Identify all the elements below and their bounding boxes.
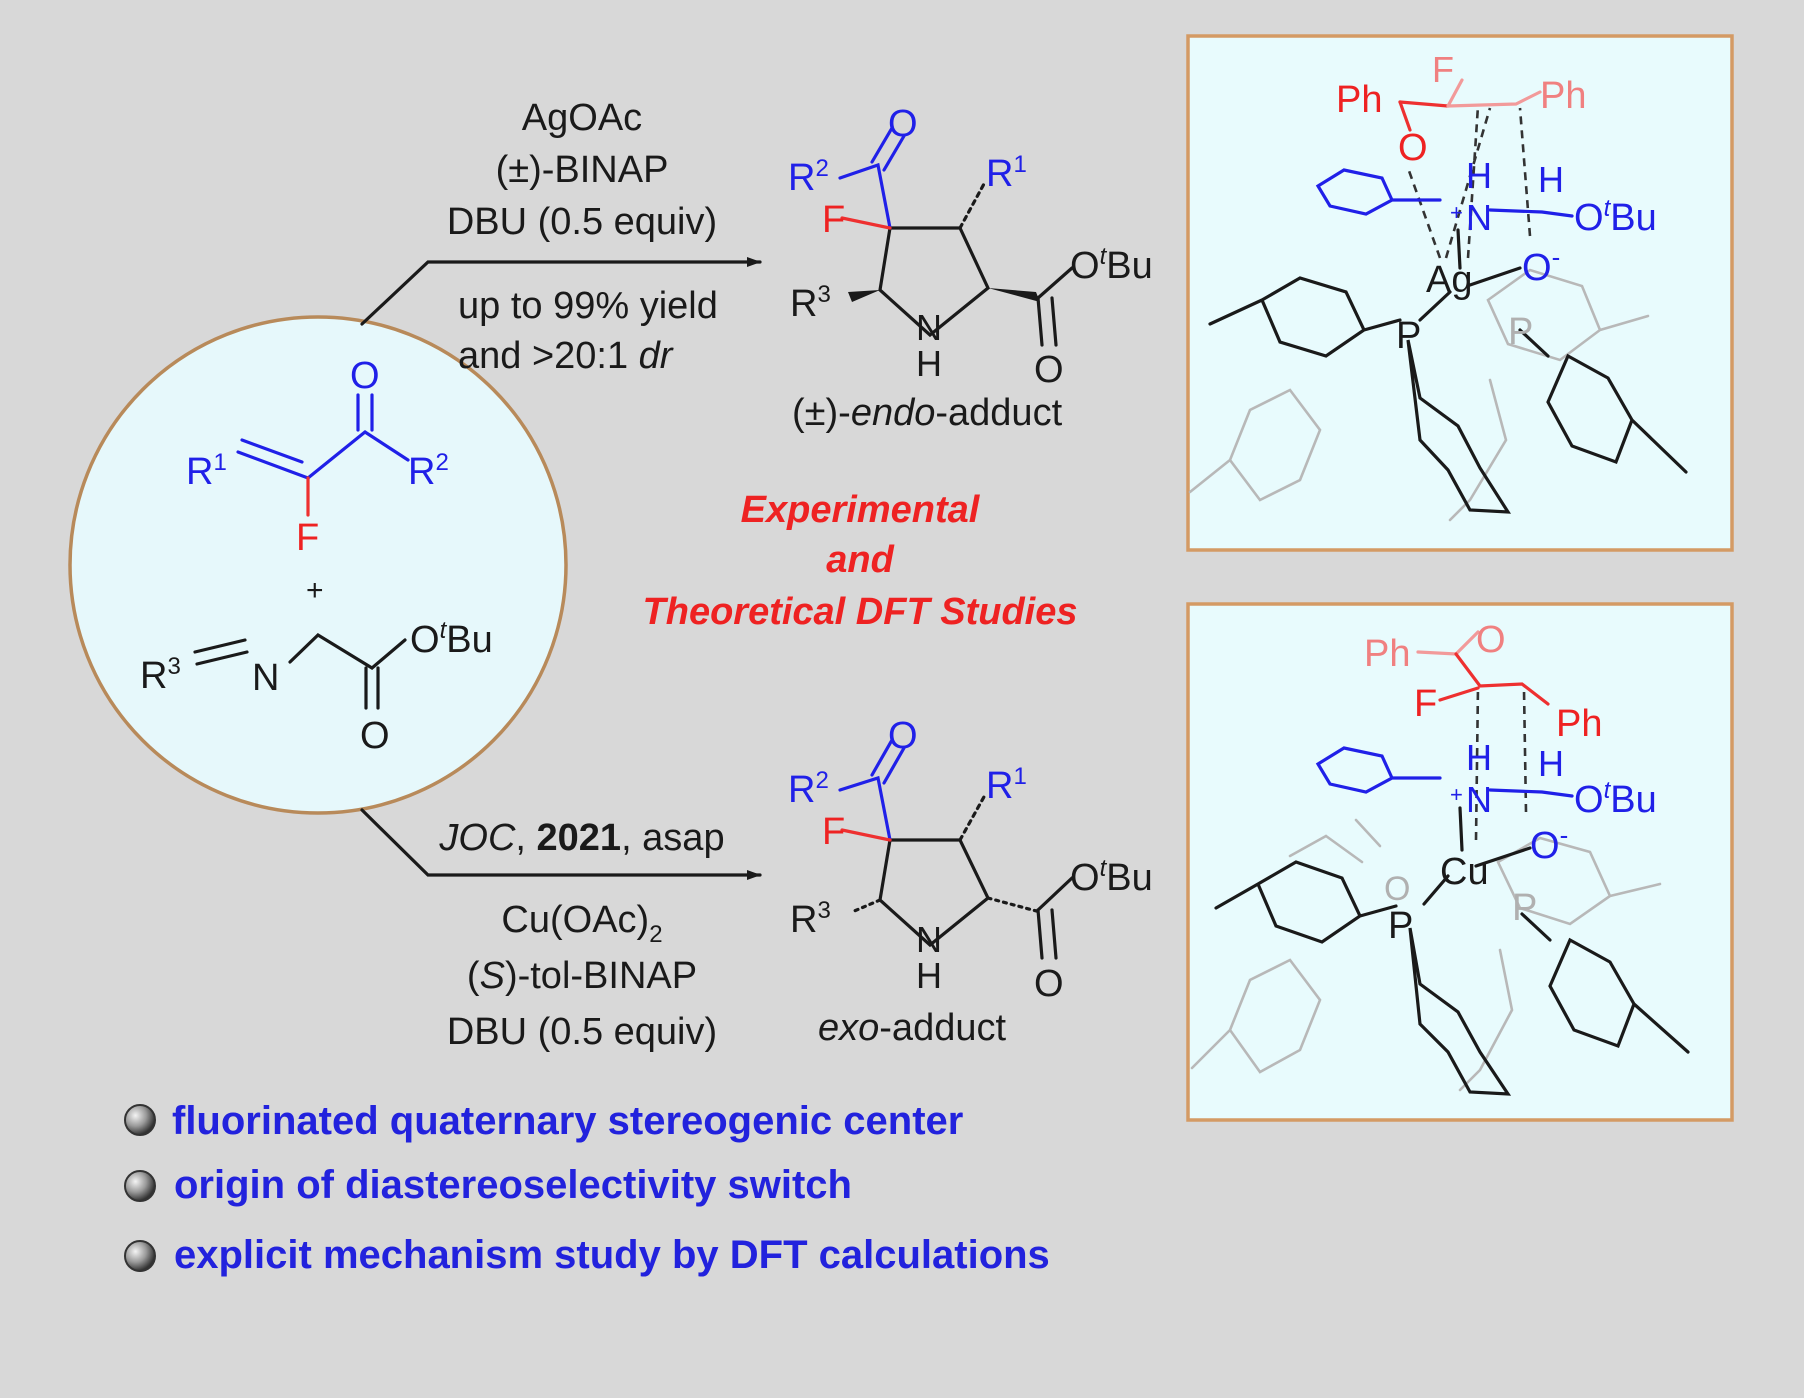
bullet-text-2: origin of diastereoselectivity switch — [174, 1163, 852, 1207]
endo-adduct-structure: R2 O F R1 R3 N H OtBu O (±)-endo-adduct — [788, 103, 1153, 434]
ts-cu-h1: H — [1466, 737, 1492, 778]
endo-ester-oxygen: O — [1034, 349, 1064, 391]
cond-dr: and >20:1 dr — [458, 335, 674, 377]
imine-nitrogen: N — [252, 657, 279, 699]
bullet-item: explicit mechanism study by DFT calculat… — [124, 1233, 1050, 1277]
ts-ag-h1: H — [1466, 155, 1492, 196]
endo-r2: R2 — [788, 155, 829, 199]
exo-otbu: OtBu — [1070, 855, 1153, 899]
reactants-circle: R1 O R2 F + R3 N O OtBu — [68, 315, 568, 815]
ts-ag-otbu: OtBu — [1574, 195, 1657, 239]
imine-r3: R3 — [140, 653, 181, 697]
top-conditions: AgOAc (±)-BINAP DBU (0.5 equiv) up to 99… — [447, 97, 718, 377]
caption-and: and — [826, 539, 894, 581]
ts-ag-plus: + — [1450, 200, 1463, 225]
ts-ag-fluorine: F — [1432, 49, 1454, 90]
reaction-arrows — [360, 257, 762, 880]
bullet-item: origin of diastereoselectivity switch — [124, 1163, 852, 1207]
exo-nitrogen: N — [916, 919, 942, 960]
ts-ag-nitrogen: N — [1466, 197, 1492, 238]
ts-ag-oxygen: O — [1398, 127, 1428, 169]
bottom-conditions: JOC, 2021, asap Cu(OAc)2 (S)-tol-BINAP D… — [438, 817, 724, 1053]
exo-r3: R3 — [790, 897, 831, 941]
enone-oxygen: O — [350, 355, 380, 397]
imine-ester-structure: R3 N O OtBu — [140, 617, 493, 757]
ts-cu-h2: H — [1538, 743, 1564, 784]
ts-cu-plus: + — [1450, 782, 1463, 807]
endo-otbu: OtBu — [1070, 243, 1153, 287]
plus-sign: + — [306, 574, 324, 607]
exo-adduct-structure: R2 O F R1 R3 N H OtBu O exo-adduct — [788, 715, 1153, 1049]
ts-ag-ph-alkene: Ph — [1540, 75, 1586, 117]
ester-otbu: OtBu — [410, 617, 493, 661]
enone-r2: R2 — [408, 449, 449, 493]
enone-r1: R1 — [186, 449, 227, 493]
center-caption: Experimental and Theoretical DFT Studies — [643, 489, 1078, 633]
bullet-icon — [124, 1240, 156, 1272]
ts-cu-metal: Cu — [1440, 851, 1489, 893]
ts-cu-ph-ketone: Ph — [1364, 633, 1410, 675]
ts-ag-phosphorus-1: P — [1396, 315, 1421, 357]
exo-r2: R2 — [788, 767, 829, 811]
ts-ag-phosphorus-2: P — [1508, 311, 1533, 353]
cond-tol-binap: (S)-tol-BINAP — [467, 955, 697, 997]
bullet-text-1: fluorinated quaternary stereogenic cente… — [172, 1099, 963, 1143]
ts-cu-fluorine: F — [1414, 683, 1437, 725]
cond-dbu-bottom: DBU (0.5 equiv) — [447, 1011, 717, 1053]
endo-adduct-label: (±)-endo-adduct — [792, 392, 1063, 434]
exo-r1: R1 — [986, 763, 1027, 807]
ts-cu-ominus: O- — [1530, 820, 1568, 867]
cond-yield: up to 99% yield — [458, 285, 718, 327]
bullet-text-3: explicit mechanism study by DFT calculat… — [174, 1233, 1050, 1277]
ts-cu-nitrogen: N — [1466, 779, 1492, 820]
endo-nitrogen: N — [916, 307, 942, 348]
ts-ag-ph-ketone: Ph — [1336, 79, 1382, 121]
exo-oxygen: O — [888, 715, 918, 757]
enone-structure: R1 O R2 F — [186, 355, 449, 559]
bullet-item: fluorinated quaternary stereogenic cente… — [124, 1099, 963, 1143]
ts-cu-phosphorus-1: P — [1388, 905, 1413, 947]
ts-ag-ominus: O- — [1522, 242, 1560, 289]
enone-fluorine: F — [296, 517, 319, 559]
ts-cu-phosphorus-2: P — [1512, 887, 1537, 929]
ts-cu-acetate-oxygen: O — [1384, 870, 1410, 908]
ts-box-copper: Ph O F Ph H H N + OtBu O- Cu P P O — [1186, 602, 1734, 1122]
exo-nh-hydrogen: H — [916, 955, 942, 996]
caption-experimental: Experimental — [741, 489, 981, 531]
bullet-icon — [124, 1170, 156, 1202]
caption-dft: Theoretical DFT Studies — [643, 591, 1078, 633]
ts-ag-metal: Ag — [1426, 259, 1472, 301]
cond-cuoac: Cu(OAc)2 — [501, 899, 662, 948]
endo-oxygen: O — [888, 103, 918, 145]
ts-cu-ph-alkene: Ph — [1556, 703, 1602, 745]
exo-adduct-label: exo-adduct — [818, 1007, 1006, 1049]
ts-ag-h2: H — [1538, 159, 1564, 200]
exo-fluorine: F — [822, 811, 845, 853]
ts-cu-oxygen-ketone: O — [1476, 619, 1506, 661]
cond-agoac: AgOAc — [522, 97, 642, 139]
ts-cu-otbu: OtBu — [1574, 777, 1657, 821]
ester-carbonyl-oxygen: O — [360, 715, 390, 757]
endo-fluorine: F — [822, 199, 845, 241]
bullet-icon — [124, 1104, 156, 1136]
ts-box-silver: Ph F Ph O H H N + OtBu O- Ag P P — [1186, 34, 1734, 552]
endo-r1: R1 — [986, 151, 1027, 195]
cond-binap: (±)-BINAP — [496, 149, 669, 191]
exo-ester-oxygen: O — [1034, 963, 1064, 1005]
endo-nh-hydrogen: H — [916, 343, 942, 384]
cond-reference: JOC, 2021, asap — [438, 817, 724, 859]
cond-dbu-top: DBU (0.5 equiv) — [447, 201, 717, 243]
bullet-list: fluorinated quaternary stereogenic cente… — [124, 1099, 1050, 1277]
endo-r3: R3 — [790, 281, 831, 325]
